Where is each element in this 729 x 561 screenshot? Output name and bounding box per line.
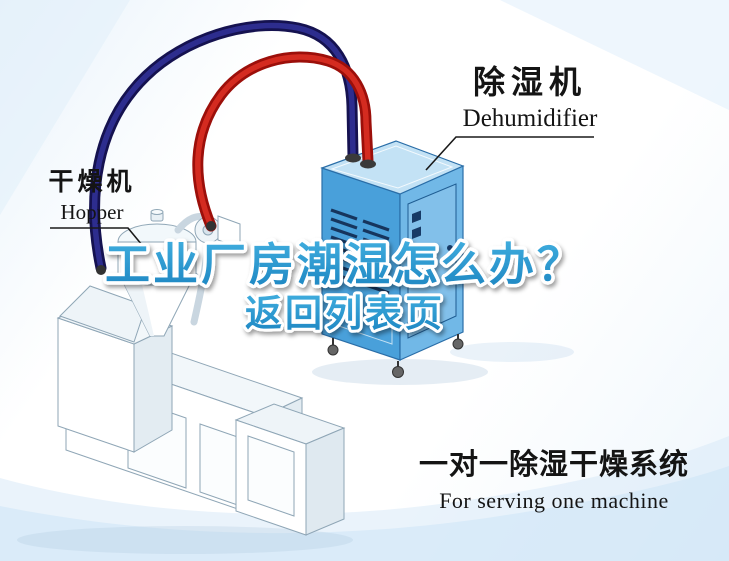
side-shadow	[450, 342, 574, 362]
headline-link-back-to-list[interactable]: 返回列表页	[242, 290, 445, 337]
side-door-panel	[407, 183, 457, 339]
system-caption: 一对一除湿干燥系统 For serving one machine	[414, 449, 694, 514]
machine-shadow	[17, 526, 353, 554]
hose-fittings	[96, 153, 376, 275]
hopper-funnel	[115, 209, 199, 337]
dehumidifier-label-zh: 除湿机	[472, 64, 587, 100]
dehumidifier-pointer-line	[425, 136, 594, 171]
system-caption-en: For serving one machine	[439, 488, 669, 514]
headline-line1[interactable]: 工业厂房潮湿怎么办？	[101, 236, 585, 294]
system-caption-zh: 一对一除湿干燥系统	[418, 449, 689, 481]
dry-air-hose-navy	[89, 20, 359, 274]
hopper-machine-illustration	[56, 209, 346, 536]
vent-grille	[330, 208, 390, 295]
caster-wheels	[327, 334, 464, 378]
dehumidifier-illustration	[320, 140, 465, 378]
hopper-pointer-line	[50, 227, 148, 252]
dehumidifier-label: 除湿机 Dehumidifier	[450, 64, 610, 134]
return-air-hose-red	[192, 51, 374, 232]
hopper-label: 干燥机 Hopper	[40, 168, 144, 224]
dehumidifier-label-en: Dehumidifier	[462, 104, 598, 132]
hopper-label-en: Hopper	[60, 199, 124, 224]
hopper-label-zh: 干燥机	[48, 168, 136, 196]
